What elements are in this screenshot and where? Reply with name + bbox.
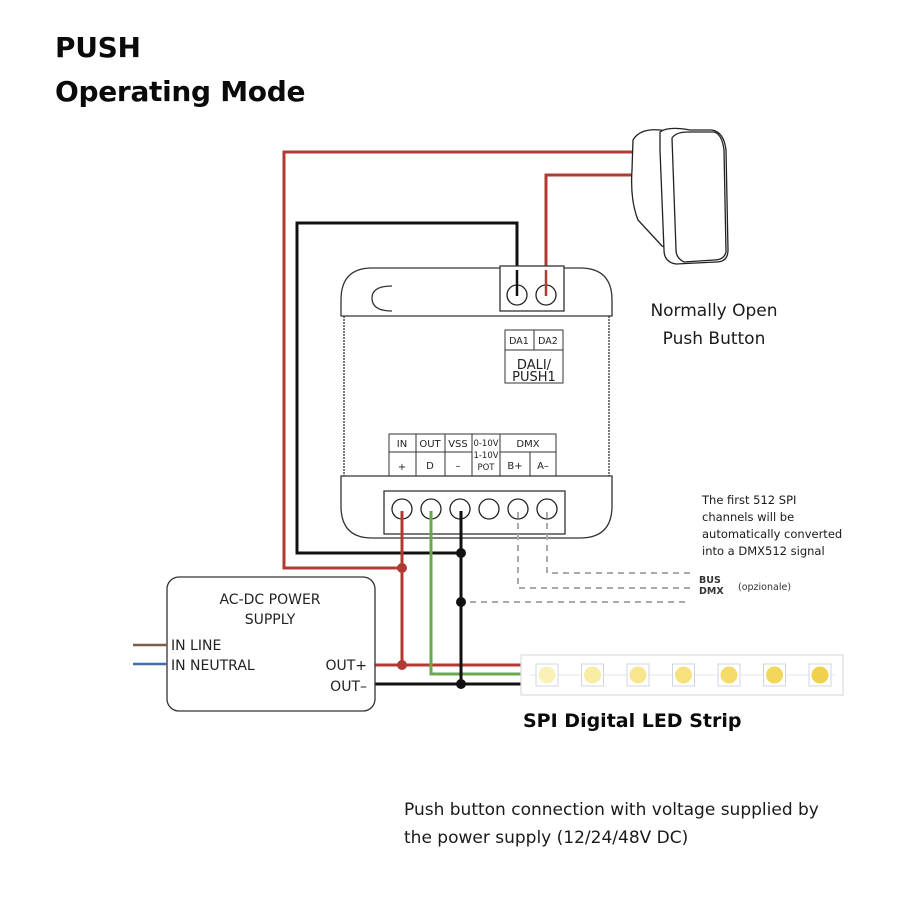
power-supply: AC-DC POWER SUPPLY IN LINE IN NEUTRAL OU… [133,576,376,712]
push-button-icon [630,127,729,265]
led-chip [675,666,692,684]
label-dmx: DMX [516,439,539,450]
label-vss: VSS [448,439,468,450]
push-button-label: Normally Open Push Button [642,297,786,353]
led-chip [629,666,647,684]
page-title: PUSH Operating Mode [55,26,305,114]
led-strip-label: SPI Digital LED Strip [523,710,742,732]
psu-in-line: IN LINE [171,638,221,654]
controller-body [340,265,613,539]
led-strip [520,654,844,696]
dali-terminal-block: DA1 DA2 DALI/ PUSH1 [504,270,564,385]
title-mode: PUSH [55,31,141,64]
label-da2: DA2 [538,336,558,347]
label-1-10v: 1-10V [473,451,498,461]
label-in: IN [397,439,407,450]
optional-label: (opzionale) [738,582,792,593]
caption: Push button connection with voltage supp… [404,796,819,852]
bus-dmx-label: BUS DMX [699,575,724,597]
terminal-header-labels: IN OUT VSS 0-10V 1-10V POT DMX + D – B+ … [397,439,549,473]
bus-label-line1: BUS [699,575,721,586]
led-chip [538,666,556,684]
led-chip [584,666,601,684]
dmx-note-line2: channels will be [702,510,795,524]
label-minus: – [456,461,461,472]
label-da1: DA1 [509,336,529,347]
label-0-10v: 0-10V [473,439,498,449]
psu-out-plus: OUT+ [325,658,367,674]
caption-line2: the power supply (12/24/48V DC) [404,828,689,848]
dmx-note-line1: The first 512 SPI [702,493,797,507]
terminal-header-table [388,433,557,477]
label-d: D [426,461,434,472]
led-chip [766,666,783,684]
junction-dots [397,548,466,689]
led-chip [720,666,738,684]
dmx-note: The first 512 SPI channels will be autom… [702,492,842,560]
terminal-dmx-b [507,498,529,520]
label-dali: DALI/ [517,358,552,373]
dmx-note-line3: automatically converted [702,527,843,541]
psu-in-neutral: IN NEUTRAL [171,658,255,674]
push-button-label-line2: Push Button [662,329,766,349]
label-a-minus: A– [537,461,549,472]
psu-out-minus: OUT– [330,679,367,695]
caption-line1: Push button connection with voltage supp… [404,800,819,820]
psu-title-1: AC-DC POWER [219,592,320,608]
dmx-bus-wires [470,512,690,603]
led-chip [811,666,829,684]
label-push1: PUSH1 [512,370,556,385]
bottom-terminal-block [391,498,558,520]
wire-da1-to-negative [295,221,519,555]
bus-label-line2: DMX [699,586,724,597]
dmx-note-line4: into a DMX512 signal [702,544,825,558]
label-out: OUT [419,439,441,450]
push-button-label-line1: Normally Open [650,301,778,321]
terminal-analog [478,498,500,520]
terminal-dmx-a [536,498,558,520]
label-b-plus: B+ [507,461,522,472]
label-pot: POT [477,463,495,473]
wire-button-to-da2 [544,173,640,295]
wire-positive-to-button [282,150,640,570]
title-subtitle: Operating Mode [55,75,306,108]
psu-title-2: SUPPLY [245,612,296,628]
label-plus: + [398,462,406,473]
